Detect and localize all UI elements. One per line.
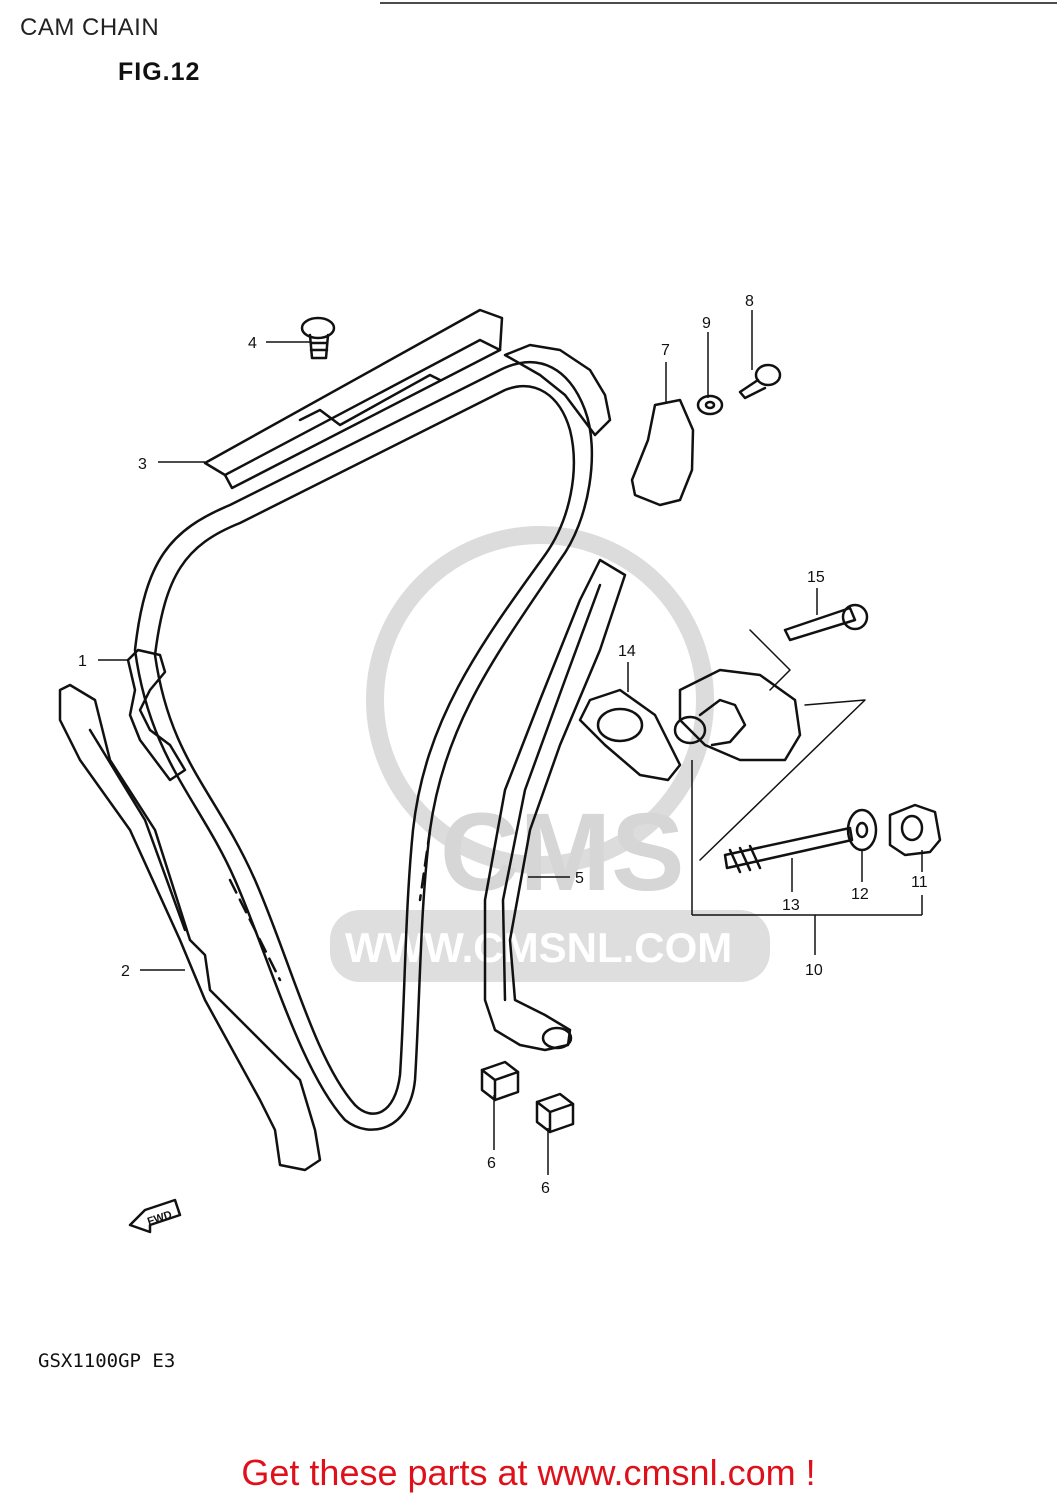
tensioner-slipper [483,558,627,1052]
stopper-block-a [480,1060,520,1102]
bolt-15 [783,603,869,642]
callout-11: 11 [911,874,928,891]
callout-7: 7 [661,342,670,359]
washer-12 [846,808,878,852]
stopper-block-b [535,1092,575,1134]
page-title: CAM CHAIN [20,14,160,41]
callout-6b: 6 [541,1180,550,1197]
callout-6a: 6 [487,1155,496,1172]
callout-14: 14 [618,643,636,660]
watermark-url: WWW.CMSNL.COM [345,924,732,971]
chain-guide-top [630,398,695,507]
push-rod-13 [723,826,854,874]
gasket-14 [578,688,682,782]
callout-4: 4 [248,335,257,352]
model-code: GSX1100GP E3 [38,1350,176,1372]
callout-13: 13 [782,897,800,914]
callout-15: 15 [807,569,825,586]
leader-15-dash [749,629,791,691]
callout-8: 8 [745,293,754,310]
cam-chain [126,343,612,1131]
callout-12: 12 [851,886,869,903]
figure-label: FIG.12 [118,58,201,86]
watermark-brand: CMS [440,791,684,914]
tensioner-body [673,668,802,762]
callout-2: 2 [121,963,130,980]
callout-5: 5 [575,870,584,887]
bolt-4 [300,316,336,360]
bolt-8 [738,363,782,400]
promo-link[interactable]: Get these parts at www.cmsnl.com ! [241,1452,816,1493]
callout-3: 3 [138,456,147,473]
callout-numbers: 1 2 3 4 5 6 6 7 8 9 10 11 12 13 14 15 [78,293,928,1197]
callout-1: 1 [78,653,87,670]
leader-10-dash [699,699,866,861]
callout-9: 9 [702,315,711,332]
washer-9 [696,394,724,416]
cap-bolt-11 [888,803,942,857]
callout-10: 10 [805,962,823,979]
chain-guide-left [58,683,322,1172]
chain-guide-upper [203,308,504,490]
fwd-arrow-shape [128,1198,182,1234]
callout-leaders [98,310,923,1175]
watermark: CMS WWW.CMSNL.COM [330,526,770,982]
fwd-label: FWD [146,1209,174,1228]
